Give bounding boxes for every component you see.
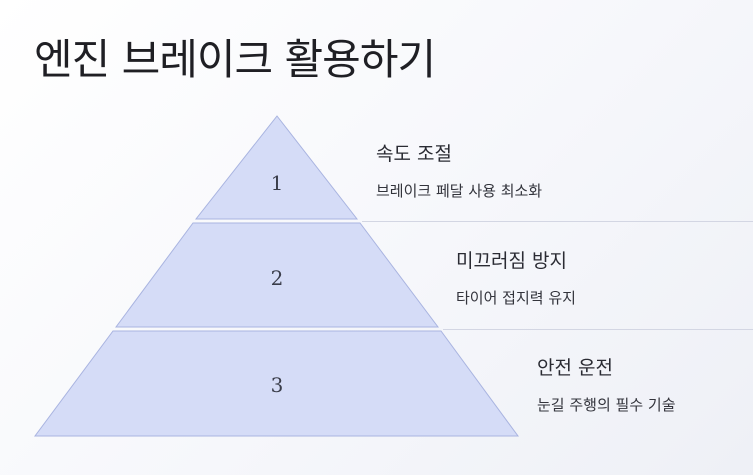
divider-1 <box>362 221 753 222</box>
pyramid-tier-1 <box>194 115 359 220</box>
tier-heading-1: 속도 조절 <box>376 143 452 165</box>
tier-description-3: 눈길 주행의 필수 기술 <box>537 396 676 414</box>
tier-heading-2: 미끄러짐 방지 <box>456 250 567 272</box>
pyramid-tier-3 <box>34 330 519 437</box>
divider-2 <box>443 329 753 330</box>
tier-number-3: 3 <box>271 373 284 397</box>
tier-text-2: 미끄러짐 방지 타이어 접지력 유지 <box>456 246 576 308</box>
tier-text-1: 속도 조절 브레이크 페달 사용 최소화 <box>376 139 542 201</box>
tier-description-1: 브레이크 페달 사용 최소화 <box>376 182 543 200</box>
pyramid-tier-2 <box>115 222 439 328</box>
tier-description-2: 타이어 접지력 유지 <box>456 289 576 307</box>
tier-number-1: 1 <box>271 171 284 195</box>
page-title: 엔진 브레이크 활용하기 <box>34 35 436 84</box>
tier-text-3: 안전 운전 눈길 주행의 필수 기술 <box>537 353 676 415</box>
tier-number-2: 2 <box>271 266 284 290</box>
tier-heading-3: 안전 운전 <box>537 357 613 379</box>
